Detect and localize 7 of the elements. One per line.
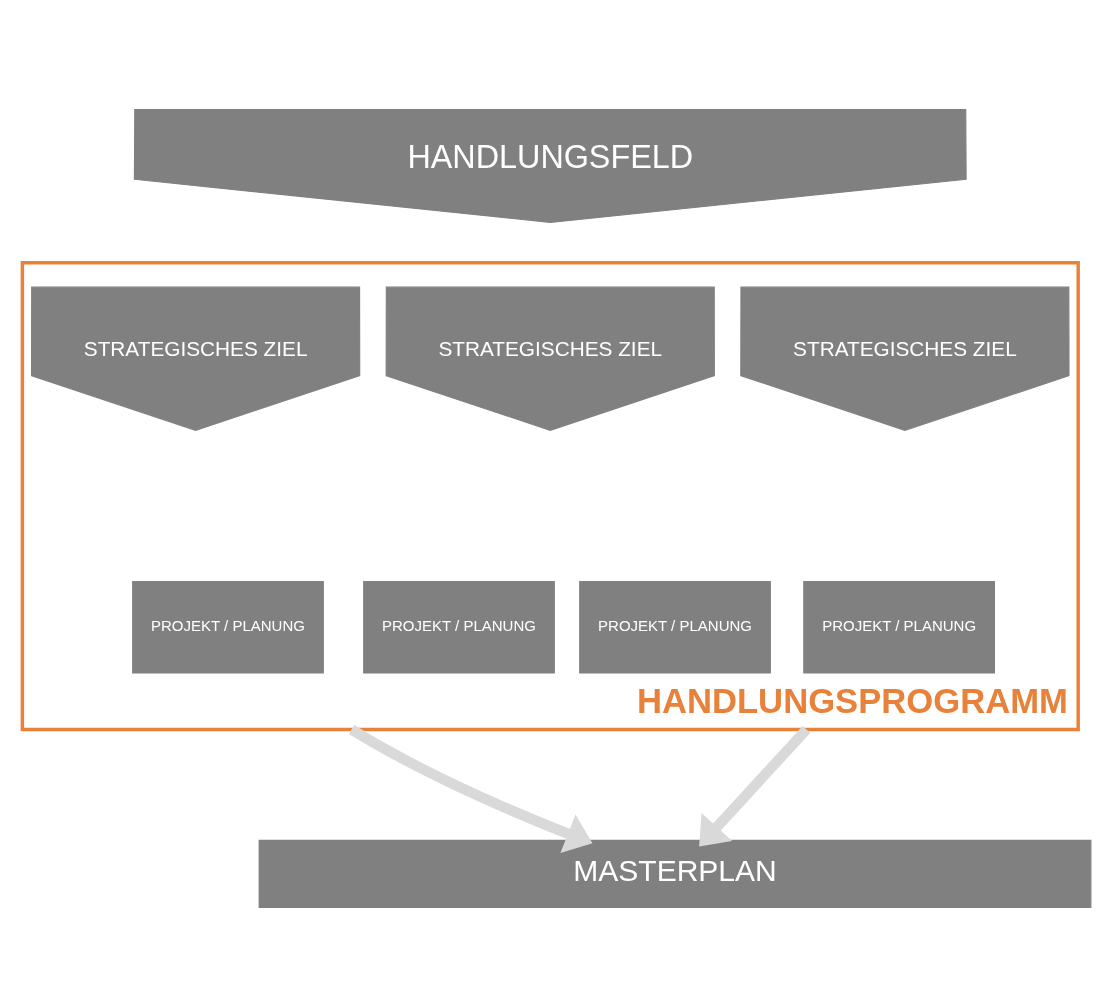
node-box: PROJEKT / PLANUNG <box>363 581 555 674</box>
arrow <box>699 725 811 847</box>
node-box: PROJEKT / PLANUNG <box>803 581 995 674</box>
node-box: MASTERPLAN <box>258 839 1092 908</box>
arrow <box>348 725 593 854</box>
node-box: PROJEKT / PLANUNG <box>132 581 324 674</box>
node-box: PROJEKT / PLANUNG <box>579 581 771 674</box>
